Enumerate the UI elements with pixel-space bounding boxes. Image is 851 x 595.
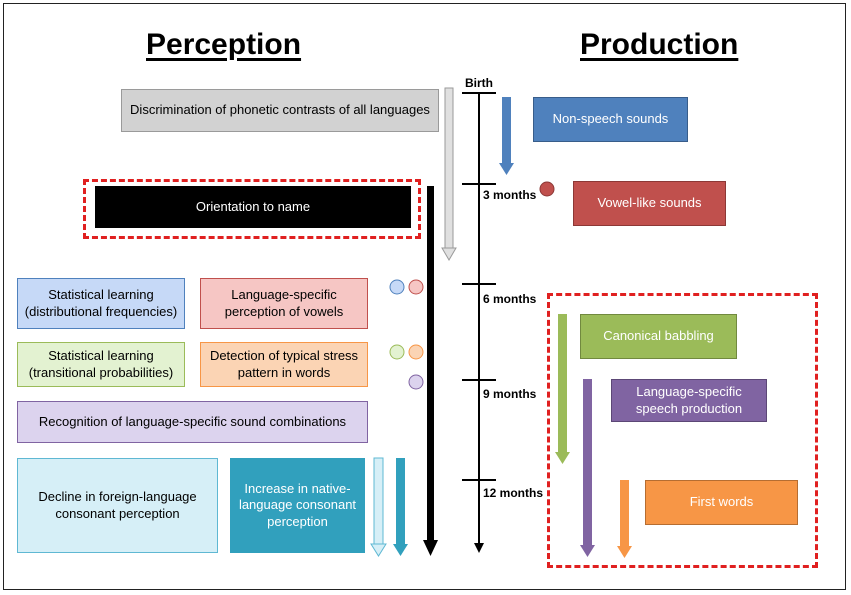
green-arrow-shaft [558,314,567,452]
first-words-box: First words [645,480,798,525]
tick-label-12-months: 12 months [483,486,544,500]
tick-label-9-months: 9 months [483,387,537,401]
perception-black-arrow-shaft [427,186,434,542]
speech-production-box: Language-specific speech production [611,379,767,422]
blue-arrow-shaft [502,97,511,163]
purple-arrow-shaft [583,379,592,545]
cyan-arrow-head [370,543,387,557]
vowel-like-circle [539,181,555,197]
green-arrow-head [555,452,570,464]
canonical-babbling-box: Canonical babbling [580,314,737,359]
red-circle [408,279,424,295]
blue-circle [389,279,405,295]
figure-frame [3,3,846,590]
foreign-decline-box: Decline in foreign-language consonant pe… [17,458,218,553]
orientation-highlight [83,179,421,239]
gray-arrow-head [441,247,457,261]
discrimination-box: Discrimination of phonetic contrasts of … [121,89,439,132]
orientation-to-name-box: Orientation to name [95,186,411,228]
production-highlight [547,293,818,568]
stress-pattern-box: Detection of typical stress pattern in w… [200,342,368,387]
non-speech-sounds-box: Non-speech sounds [533,97,688,142]
vowel-perception-box: Language-specific perception of vowels [200,278,368,329]
purple-arrow-head [580,545,595,557]
tick-label-6-months: 6 months [483,292,537,306]
blue-arrow-head [499,163,514,175]
teal-arrow-shaft [396,458,405,544]
birth-label: Birth [465,76,493,90]
perception-heading: Perception [146,28,302,61]
vowel-like-sounds-box: Vowel-like sounds [573,181,726,226]
cyan-arrow-shaft [373,457,384,545]
stat-learning-transitional-box: Statistical learning (transitional proba… [17,342,185,387]
green-circle [389,344,405,360]
stat-learning-distributional-box: Statistical learning (distributional fre… [17,278,185,329]
orange-circle [408,344,424,360]
native-increase-box: Increase in native-language consonant pe… [230,458,365,553]
orange-arrow-head [617,546,632,558]
teal-arrow-head [393,544,408,556]
purple-circle [408,374,424,390]
gray-arrow-shaft [444,87,454,249]
perception-black-arrow-head [423,540,438,556]
tick-label-3-months: 3 months [483,188,537,202]
orange-arrow-shaft [620,480,629,546]
production-heading: Production [580,28,739,61]
sound-combinations-box: Recognition of language-specific sound c… [17,401,368,443]
